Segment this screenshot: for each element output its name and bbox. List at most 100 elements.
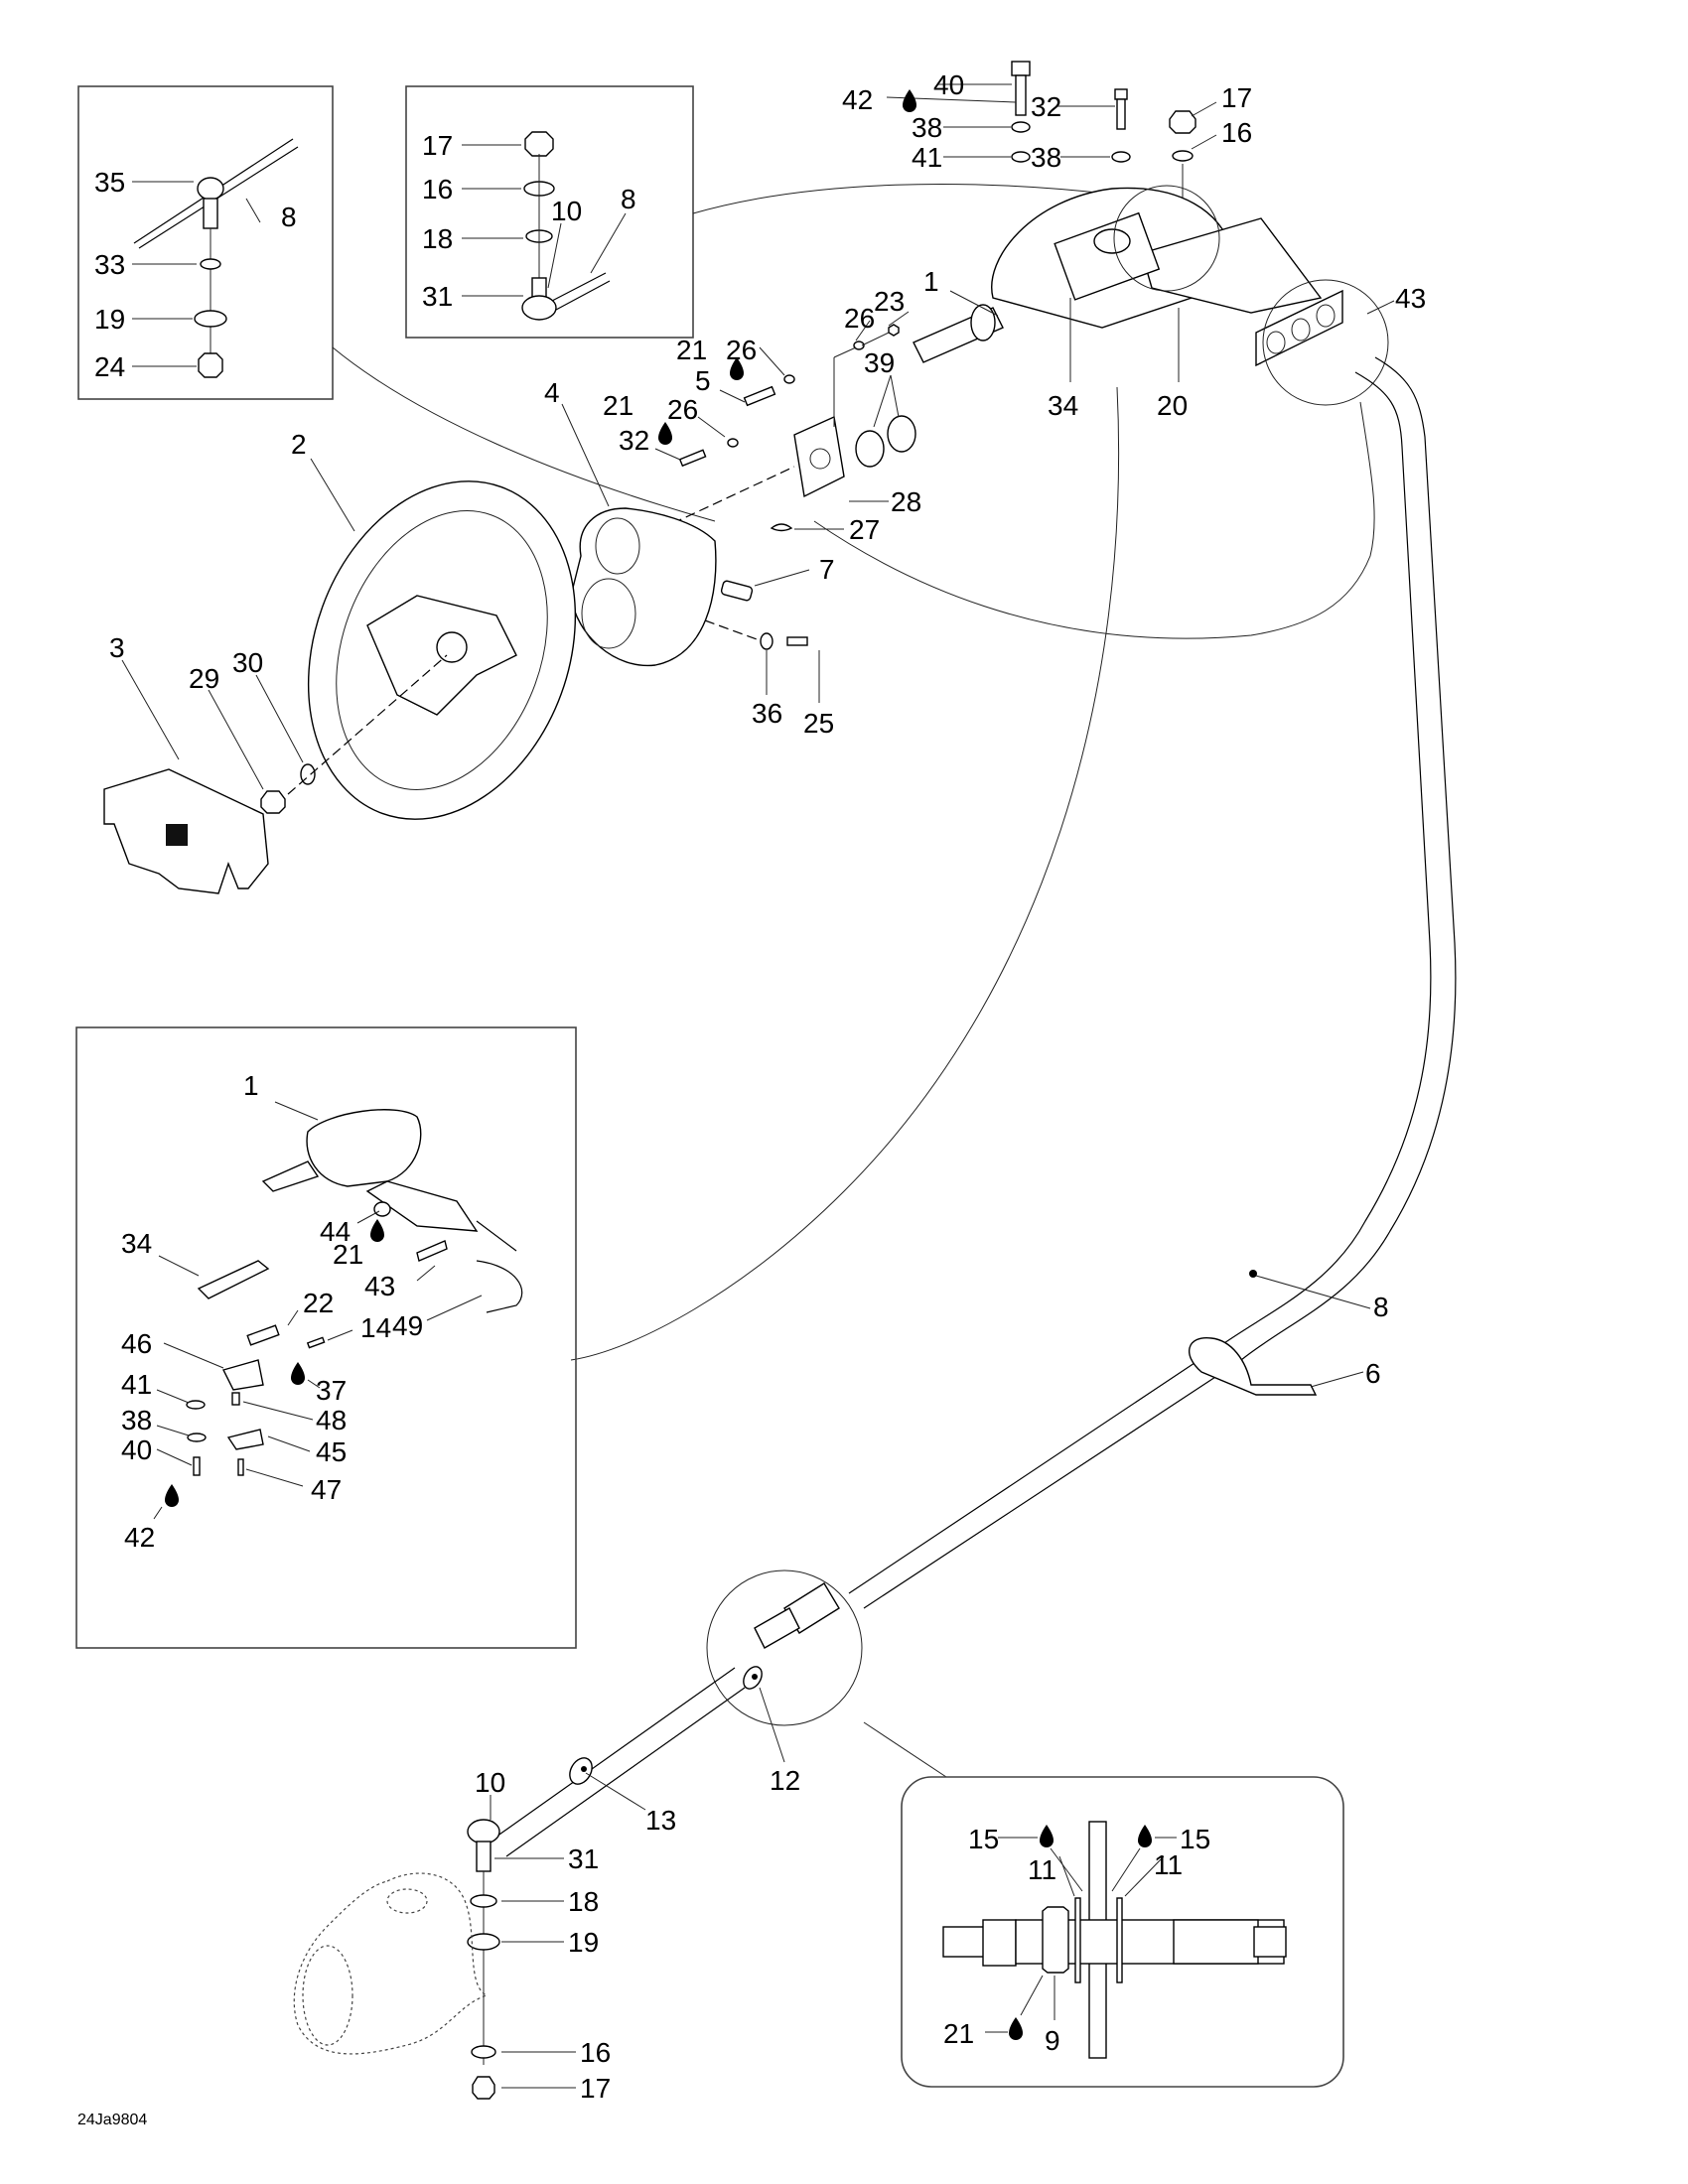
tube-inner-b xyxy=(505,1687,746,1857)
bolt-40-shank xyxy=(1015,74,1027,116)
screw-25 xyxy=(786,636,808,646)
callout-14: 14 xyxy=(360,1312,391,1343)
callout-16: 16 xyxy=(422,174,453,205)
steering-head: 40 42 38 41 32 38 17 16 1 34 20 43 xyxy=(103,61,1426,894)
nut-44 xyxy=(373,1201,391,1217)
block-22 xyxy=(246,1324,280,1346)
callout-31: 31 xyxy=(568,1843,599,1874)
washer-26-b xyxy=(783,374,795,384)
pin-7 xyxy=(720,580,754,602)
inset-d: 15 15 11 11 21 9 xyxy=(863,1721,1344,2088)
bracket-43-c xyxy=(416,1240,448,1262)
callout-10: 10 xyxy=(551,196,582,226)
callout-46: 46 xyxy=(121,1328,152,1359)
callout-16: 16 xyxy=(580,2037,611,2068)
callout-11: 11 xyxy=(1154,1849,1183,1880)
ball-stud-thread xyxy=(203,198,218,229)
callout-25: 25 xyxy=(803,708,834,739)
callout-1: 1 xyxy=(243,1070,259,1101)
callout-41: 41 xyxy=(912,142,942,173)
callout-30: 30 xyxy=(232,647,263,678)
reference-code: 24Ja9804 xyxy=(77,2112,147,2128)
callout-24: 24 xyxy=(94,351,125,382)
callout-19: 19 xyxy=(568,1927,599,1958)
flange-28 xyxy=(793,415,845,498)
callout-41: 41 xyxy=(121,1369,152,1400)
key-27 xyxy=(770,523,793,532)
nut-23 xyxy=(888,324,900,337)
leader-inset-d xyxy=(863,1721,947,1778)
washer-38-b xyxy=(1111,151,1131,163)
fluid-drop-icon xyxy=(730,357,744,380)
bolt-5 xyxy=(743,385,776,407)
callout-34: 34 xyxy=(1048,390,1078,421)
seal-39-a xyxy=(855,430,885,468)
callout-10: 10 xyxy=(475,1767,505,1798)
washer-26-a xyxy=(853,341,865,350)
callout-21: 21 xyxy=(676,335,707,365)
callout-35: 35 xyxy=(94,167,125,198)
callout-33: 33 xyxy=(94,249,125,280)
callout-42: 42 xyxy=(842,84,873,115)
washer-36 xyxy=(760,632,774,650)
callout-26: 26 xyxy=(844,303,875,334)
callout-8: 8 xyxy=(621,184,636,214)
callout-9: 9 xyxy=(1045,2025,1060,2056)
cable-c xyxy=(476,1220,517,1252)
tube-body-right xyxy=(1173,1919,1259,1965)
callout-34: 34 xyxy=(121,1228,152,1259)
callout-32: 32 xyxy=(1031,91,1061,122)
callout-12: 12 xyxy=(770,1765,800,1796)
callout-21: 21 xyxy=(333,1239,363,1270)
nut-29 xyxy=(260,790,286,814)
tie-wrap-6 xyxy=(1189,1337,1318,1396)
inset-c-frame xyxy=(75,1026,577,1649)
detail-circle-43 xyxy=(1262,279,1389,406)
callout-27: 27 xyxy=(849,514,880,545)
washer-19 xyxy=(194,310,227,328)
bushing-33 xyxy=(200,258,221,270)
bolt-40-c xyxy=(193,1456,201,1476)
washer-19 xyxy=(467,1933,500,1951)
fluid-drop-icon xyxy=(1009,2017,1023,2040)
washer-41-c xyxy=(186,1400,206,1410)
bolt-40-head xyxy=(1011,61,1031,76)
detail-circle-bracket xyxy=(1113,185,1220,292)
housing-1-c xyxy=(306,1109,422,1187)
housing-arm-c xyxy=(365,1180,479,1232)
callout-18: 18 xyxy=(422,223,453,254)
callout-43: 43 xyxy=(364,1271,395,1301)
fluid-drop-icon xyxy=(1040,1825,1054,1847)
nut-9 xyxy=(1042,1906,1069,1974)
callout-17: 17 xyxy=(422,130,453,161)
callout-48: 48 xyxy=(316,1405,347,1435)
stud-31 xyxy=(476,1841,492,1872)
washer-11-right xyxy=(1116,1897,1123,1983)
inset-d-frame xyxy=(901,1776,1344,2088)
callout-23: 23 xyxy=(874,286,905,317)
leader-inset-b xyxy=(692,183,1108,214)
fluid-drop-icon xyxy=(165,1484,179,1507)
washer-41-a xyxy=(1011,151,1031,163)
leader-inset-a xyxy=(332,346,716,522)
bracket-20 xyxy=(1141,217,1323,314)
cable-8-inner xyxy=(848,371,1432,1594)
callout-42: 42 xyxy=(124,1522,155,1553)
callout-17: 17 xyxy=(580,2073,611,2104)
callout-19: 19 xyxy=(94,304,125,335)
callout-38: 38 xyxy=(1031,142,1061,173)
dash-cover-4 xyxy=(570,507,717,667)
bolt-32-shank xyxy=(1116,98,1126,130)
ball-joint-10-b xyxy=(521,295,557,321)
callout-26: 26 xyxy=(667,394,698,425)
callout-22: 22 xyxy=(303,1288,334,1318)
callout-20: 20 xyxy=(1157,390,1188,421)
callout-3: 3 xyxy=(109,632,125,663)
callout-38: 38 xyxy=(121,1405,152,1435)
bushing-18 xyxy=(470,1894,497,1908)
callout-29: 29 xyxy=(189,663,219,694)
ball-joint-10 xyxy=(467,1819,500,1844)
cable-8-outer xyxy=(863,356,1457,1609)
callout-36: 36 xyxy=(752,698,782,729)
jet-nozzle-outline xyxy=(293,1872,489,2055)
